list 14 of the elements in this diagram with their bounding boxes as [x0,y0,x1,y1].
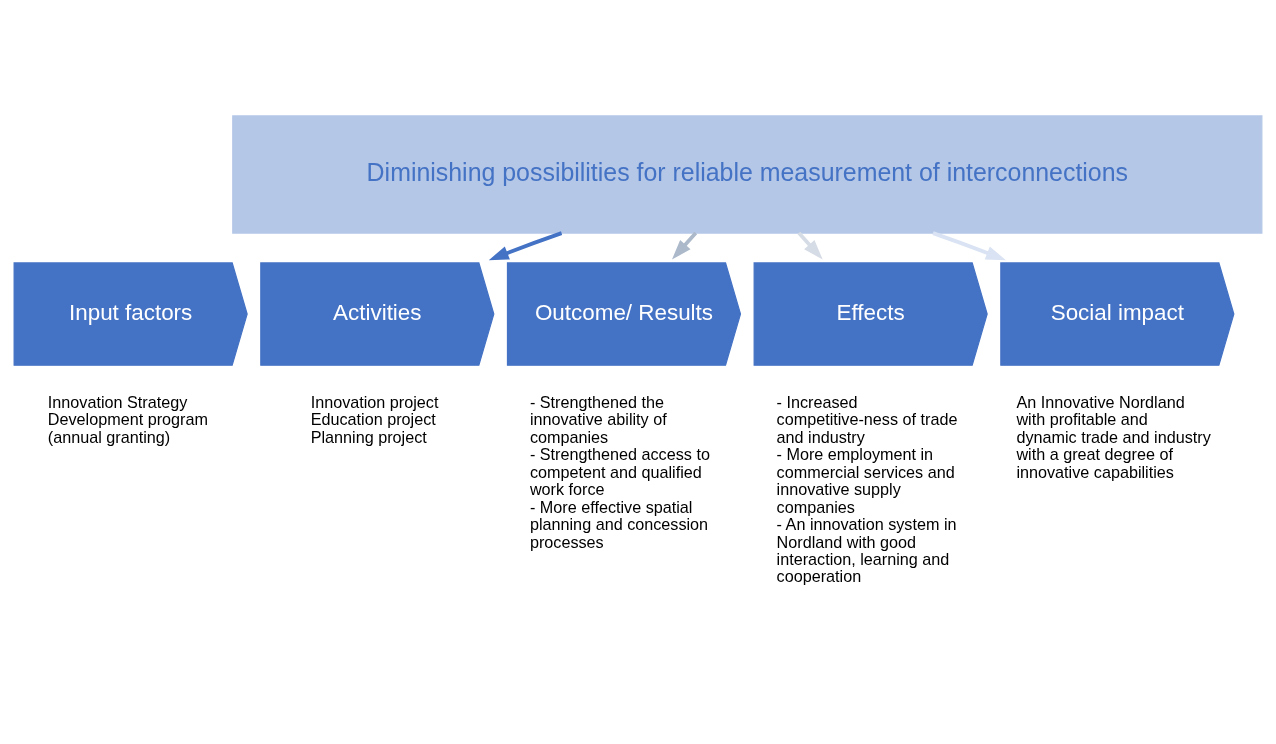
node-label: Innovation project [310,393,439,411]
arrow [488,231,563,261]
node-label: - More employment in commercial services and innovative supply companies [776,445,955,516]
node-label: Planning project [310,427,427,446]
node-label: Education project [310,410,436,429]
arrow [932,231,1006,261]
node-label: - Strengthened access to competent and qualified work force [529,445,710,499]
node-label: - More effective spatial planning and concession processes [529,497,709,551]
node-label: - Increased competitive-ness of trade and industry [776,393,958,446]
node-label: Innovation Strategy Development program (annual granting) [47,393,208,446]
node-box: Diminishing possibilities for reliable measurement of interconnections [232,115,1263,234]
node-label: - Strengthened the innovative ability of companies [529,393,667,446]
node-label: - An innovation system in Nordland with good interaction, learning and cooperation [776,515,957,586]
node-label: An Innovative Nordland with profitable and dynamic trade and industry with a great degree of innovative capabilities [1016,393,1211,481]
